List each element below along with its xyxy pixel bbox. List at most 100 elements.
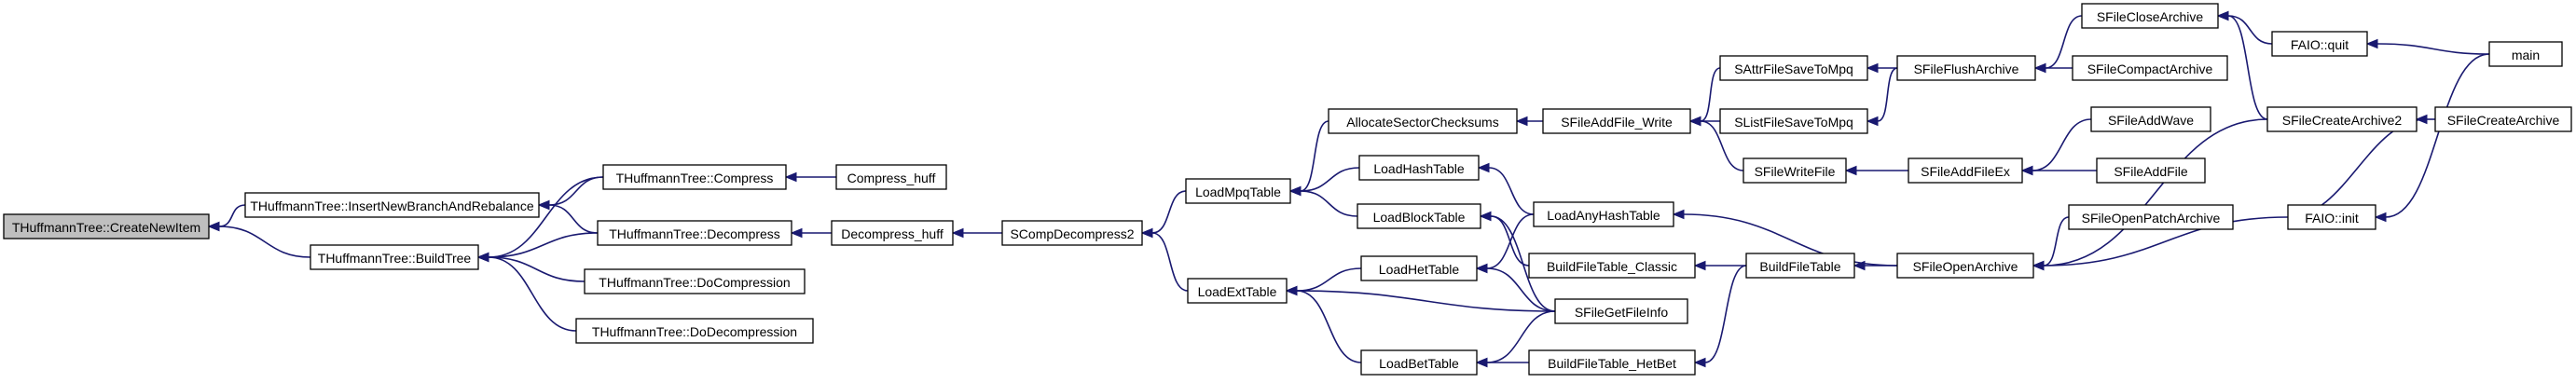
node-label: LoadExtTable: [1198, 284, 1277, 299]
arrow-head: [1866, 62, 1879, 74]
node-box[interactable]: [597, 220, 792, 246]
node-label: SFileCompactArchive: [2087, 62, 2213, 76]
node-box[interactable]: [1360, 349, 1478, 376]
node-sfile-compact-archive[interactable]: SFileCompactArchive: [2072, 55, 2228, 81]
node-box[interactable]: [1896, 253, 2034, 279]
node-allocate-sector-checksums[interactable]: AllocateSectorChecksums: [1328, 108, 1518, 134]
node-load-hash-table[interactable]: LoadHashTable: [1358, 155, 1480, 181]
node-label: SListFileSaveToMpq: [1734, 115, 1853, 130]
node-build-file-table[interactable]: BuildFileTable: [1745, 253, 1855, 279]
node-box[interactable]: [1554, 298, 1688, 324]
call-edge: [548, 204, 599, 234]
node-do-decompression[interactable]: THuffmannTree::DoDecompression: [575, 318, 814, 344]
node-box[interactable]: [2271, 31, 2368, 57]
node-sfile-get-file-info[interactable]: SFileGetFileInfo: [1554, 298, 1688, 324]
node-load-het-table[interactable]: LoadHetTable: [1360, 255, 1478, 281]
node-box[interactable]: [1528, 253, 1696, 279]
node-box[interactable]: [1719, 55, 1868, 81]
call-edge: [1486, 310, 1556, 363]
node-box[interactable]: [2072, 55, 2228, 81]
node-load-mpq-table[interactable]: LoadMpqTable: [1185, 178, 1291, 204]
node-box[interactable]: [835, 164, 947, 190]
node-box[interactable]: [2081, 3, 2219, 29]
node-box[interactable]: [1001, 220, 1143, 246]
node-slist-file-save-to-mpq[interactable]: SListFileSaveToMpq: [1719, 108, 1868, 134]
arrow-head: [1515, 116, 1528, 127]
node-sfile-add-wave[interactable]: SFileAddWave: [2090, 106, 2211, 132]
node-box[interactable]: [1528, 349, 1696, 376]
node-label: SFileAddFile_Write: [1561, 115, 1673, 130]
node-load-bet-table[interactable]: LoadBetTable: [1360, 349, 1478, 376]
node-sfile-open-patch-archive[interactable]: SFileOpenPatchArchive: [2068, 204, 2234, 230]
node-do-compression[interactable]: THuffmannTree::DoCompression: [584, 268, 806, 294]
node-scomp-decompress2[interactable]: SCompDecompress2: [1001, 220, 1143, 246]
node-box[interactable]: [1542, 108, 1691, 134]
node-sattr-file-save-to-mpq[interactable]: SAttrFileSaveToMpq: [1719, 55, 1868, 81]
node-box[interactable]: [584, 268, 806, 294]
node-faio-init[interactable]: FAIO::init: [2287, 204, 2376, 230]
node-box[interactable]: [244, 192, 540, 218]
node-box[interactable]: [2488, 41, 2563, 67]
node-insert-new-branch[interactable]: THuffmannTree::InsertNewBranchAndRebalan…: [244, 192, 540, 218]
node-box[interactable]: [1358, 155, 1480, 181]
node-sfile-flush-archive[interactable]: SFileFlushArchive: [1896, 55, 2036, 81]
node-box[interactable]: [2434, 106, 2572, 132]
node-box[interactable]: [1328, 108, 1518, 134]
node-box[interactable]: [575, 318, 814, 344]
node-box[interactable]: [1745, 253, 1855, 279]
node-box[interactable]: [310, 244, 479, 270]
node-box[interactable]: [1533, 201, 1674, 227]
node-box[interactable]: [602, 164, 787, 190]
node-main[interactable]: main: [2488, 41, 2563, 67]
node-sfile-add-file[interactable]: SFileAddFile: [2096, 157, 2206, 184]
node-label: THuffmannTree::DoDecompression: [592, 324, 797, 339]
call-edge: [2287, 118, 2428, 218]
node-box[interactable]: [1896, 55, 2036, 81]
node-load-block-table[interactable]: LoadBlockTable: [1357, 203, 1481, 229]
node-box[interactable]: [2287, 204, 2376, 230]
node-label: AllocateSectorChecksums: [1346, 115, 1498, 130]
call-edge: [1490, 215, 1530, 267]
node-compress[interactable]: THuffmannTree::Compress: [602, 164, 787, 190]
node-label: THuffmannTree::Decompress: [609, 226, 780, 241]
node-decompress[interactable]: THuffmannTree::Decompress: [597, 220, 792, 246]
node-label: SFileCreateArchive: [2447, 113, 2560, 128]
node-box[interactable]: [1187, 278, 1288, 304]
node-build-file-table-classic[interactable]: BuildFileTable_Classic: [1528, 253, 1696, 279]
node-box[interactable]: [2068, 204, 2234, 230]
call-edge: [488, 256, 577, 332]
call-edge: [2227, 15, 2268, 120]
node-box[interactable]: [831, 220, 954, 246]
node-faio-quit[interactable]: FAIO::quit: [2271, 31, 2368, 57]
node-box[interactable]: [1357, 203, 1481, 229]
arrow-head: [1672, 209, 1685, 220]
node-sfile-create-archive[interactable]: SFileCreateArchive: [2434, 106, 2572, 132]
node-box[interactable]: [1743, 157, 1847, 184]
node-compress-huff[interactable]: Compress_huff: [835, 164, 947, 190]
node-box[interactable]: [1360, 255, 1478, 281]
node-box[interactable]: [2090, 106, 2211, 132]
node-sfile-create-archive2[interactable]: SFileCreateArchive2: [2266, 106, 2418, 132]
node-box[interactable]: [2266, 106, 2418, 132]
node-sfile-write-file[interactable]: SFileWriteFile: [1743, 157, 1847, 184]
node-load-any-hash-table[interactable]: LoadAnyHashTable: [1533, 201, 1674, 227]
node-box[interactable]: [1719, 108, 1868, 134]
arrow-head: [1477, 162, 1490, 173]
node-load-ext-table[interactable]: LoadExtTable: [1187, 278, 1288, 304]
node-label: SFileCreateArchive2: [2282, 113, 2403, 128]
node-box[interactable]: [2096, 157, 2206, 184]
node-sfile-close-archive[interactable]: SFileCloseArchive: [2081, 3, 2219, 29]
node-build-tree[interactable]: THuffmannTree::BuildTree: [310, 244, 479, 270]
arrow-head: [2020, 165, 2033, 176]
node-box[interactable]: [1185, 178, 1291, 204]
node-build-file-table-het-bet[interactable]: BuildFileTable_HetBet: [1528, 349, 1696, 376]
node-box[interactable]: [1908, 157, 2023, 184]
node-sfile-add-file-ex[interactable]: SFileAddFileEx: [1908, 157, 2023, 184]
node-label: SFileFlushArchive: [1914, 62, 2019, 76]
node-sfile-open-archive[interactable]: SFileOpenArchive: [1896, 253, 2034, 279]
node-label: main: [2512, 48, 2540, 62]
node-decompress-huff[interactable]: Decompress_huff: [831, 220, 954, 246]
node-sfile-add-file-write[interactable]: SFileAddFile_Write: [1542, 108, 1691, 134]
arrow-head: [1479, 211, 1492, 222]
node-label: SFileAddFile: [2114, 164, 2188, 179]
